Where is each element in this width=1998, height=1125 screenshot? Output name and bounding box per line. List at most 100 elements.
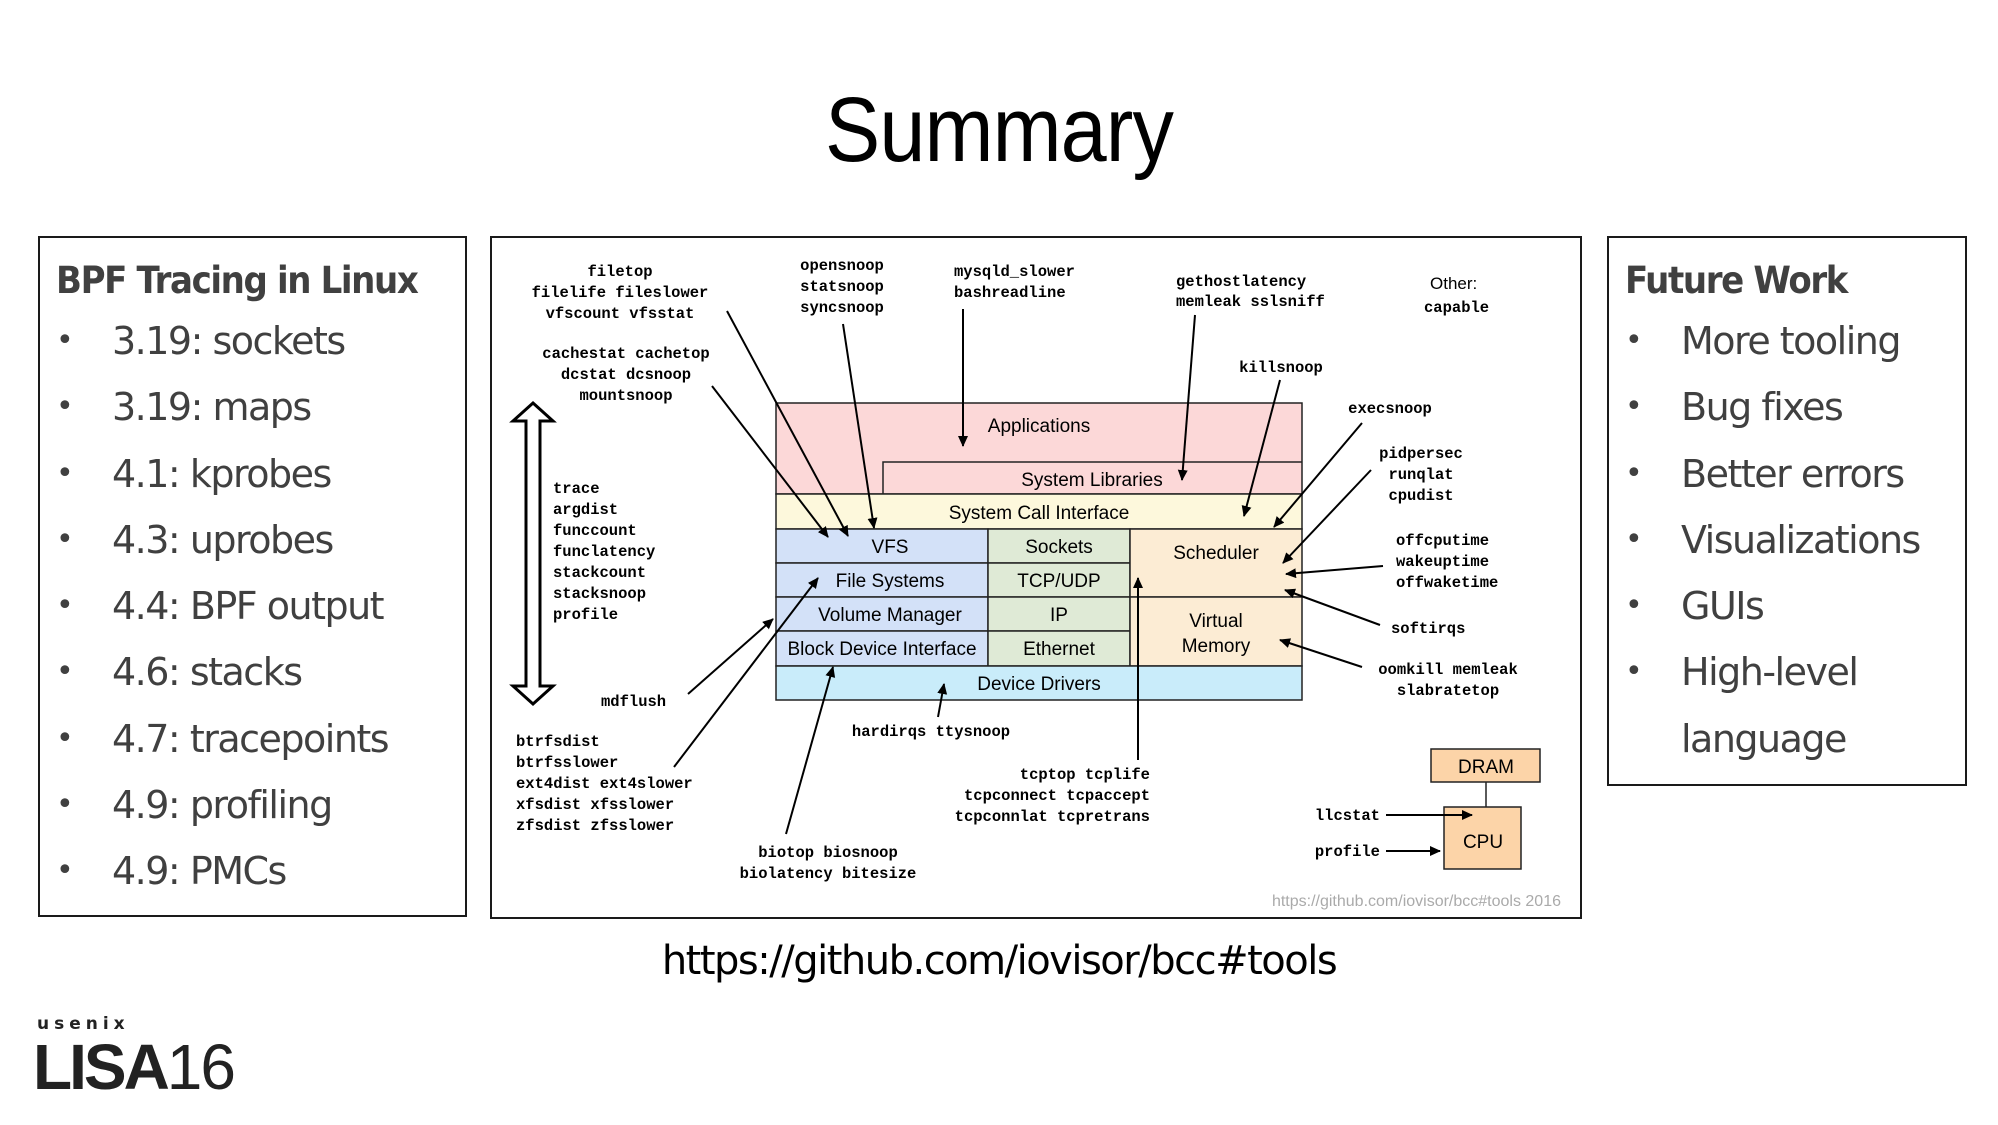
tools-sched: pidpersec runqlat cpudist: [1379, 445, 1463, 505]
label-sockets: Sockets: [1025, 537, 1093, 558]
label-virtual-memory-1: Virtual: [1189, 611, 1243, 632]
tool-label: pidpersec: [1379, 445, 1463, 463]
layer-scheduler: [1129, 528, 1303, 598]
list-item: •GUIs: [1625, 573, 1965, 639]
tool-label-killsnoop: killsnoop: [1239, 359, 1323, 377]
tool-label: btrfsslower: [516, 754, 618, 772]
other-label: Other:: [1430, 274, 1477, 293]
bullet-icon: •: [1625, 389, 1643, 425]
label-vfs: VFS: [872, 537, 909, 558]
list-item: •4.9: profiling: [56, 772, 465, 838]
layer-syscall-interface: [775, 493, 1303, 530]
list-item-text: 4.9: PMCs: [112, 849, 287, 894]
list-item-text: 4.9: profiling: [112, 783, 333, 828]
bullet-icon: •: [56, 521, 74, 557]
tool-label: argdist: [553, 501, 618, 519]
label-cpu: CPU: [1463, 832, 1503, 853]
tool-label: wakeuptime: [1396, 553, 1489, 571]
tool-label: trace: [553, 480, 600, 498]
tools-tcp: tcptop tcplife tcpconnect tcpaccept tcpc…: [955, 766, 1150, 826]
layer-applications: [775, 402, 1303, 495]
usenix-lisa16-logo: usenix LISA16: [0, 1010, 260, 1125]
bcc-tools-diagram: Applications System Libraries System Cal…: [490, 236, 1582, 919]
tool-label: funclatency: [553, 543, 655, 561]
layer-virtual-memory: [1129, 596, 1303, 667]
list-item-text: 4.1: kprobes: [112, 451, 332, 496]
label-dram: DRAM: [1458, 757, 1514, 778]
tool-label-hardirqs: hardirqs ttysnoop: [852, 723, 1010, 741]
tool-label: xfsdist xfsslower: [516, 796, 674, 814]
tool-label: capable: [1424, 299, 1489, 317]
bpf-tracing-heading: BPF Tracing in Linux: [56, 259, 419, 302]
list-item: •Bug fixes: [1625, 374, 1965, 440]
list-item-text: More tooling: [1681, 319, 1902, 363]
tool-label: oomkill memleak: [1378, 661, 1518, 679]
list-item-text: Visualizations: [1681, 517, 1921, 562]
logo-event: LISA16: [33, 1030, 236, 1104]
arrow-file-to-vfs: [726, 310, 849, 537]
tool-label: tcpconnect tcpaccept: [964, 787, 1150, 805]
tools-bio: biotop biosnoop biolatency bitesize: [740, 844, 917, 883]
arrow-vm-to-virtual-memory: [1279, 638, 1363, 668]
tools-fs: btrfsdist btrfsslower ext4dist ext4slowe…: [516, 733, 693, 835]
layer-device-drivers: [775, 665, 1303, 701]
tools-file: filetop filelife fileslower vfscount vfs…: [532, 263, 709, 323]
label-applications: Applications: [988, 416, 1090, 437]
tool-label: runqlat: [1388, 466, 1453, 484]
tool-label: gethostlatency: [1176, 273, 1306, 291]
bullet-icon: •: [56, 720, 74, 756]
tool-label: btrfsdist: [516, 733, 600, 751]
list-item: •4.7: tracepoints: [56, 706, 465, 772]
hw-dram: [1430, 748, 1541, 783]
arrow-irq-to-device-drivers: [937, 683, 948, 718]
tool-label: filelife fileslower: [532, 284, 709, 302]
tool-label: offwaketime: [1396, 574, 1498, 592]
list-item: •More tooling: [1625, 308, 1965, 374]
tool-label: bashreadline: [954, 284, 1066, 302]
tool-label: tcptop tcplife: [1020, 766, 1150, 784]
label-block-device-interface: Block Device Interface: [787, 639, 976, 660]
list-item: •4.3: uprobes: [56, 507, 465, 573]
label-ip: IP: [1050, 605, 1068, 626]
bullet-icon: •: [1625, 654, 1643, 690]
label-tcp-udp: TCP/UDP: [1017, 571, 1100, 592]
tool-label: tcpconnlat tcpretrans: [955, 808, 1150, 826]
tool-label-softirqs: softirqs: [1391, 620, 1465, 638]
tool-label: biolatency bitesize: [740, 865, 917, 883]
tool-label: cachestat cachetop: [542, 345, 709, 363]
tools-offcpu: offcputime wakeuptime offwaketime: [1396, 532, 1498, 592]
bullet-icon: •: [1625, 521, 1643, 557]
arrow-open-to-vfs: [842, 323, 878, 529]
tool-label: opensnoop: [800, 257, 884, 275]
list-item: •4.4: BPF output: [56, 573, 465, 639]
list-item: • Better errors: [1625, 441, 1965, 507]
tool-label-llcstat: llcstat: [1315, 807, 1380, 825]
bullet-icon: •: [1625, 455, 1643, 491]
logo-event-year: 16: [166, 1031, 236, 1103]
footer-url: https://github.com/iovisor/bcc#tools: [661, 938, 1338, 984]
diagram-credit: https://github.com/iovisor/bcc#tools 201…: [1272, 893, 1561, 910]
tools-other: Other: capable: [1424, 274, 1489, 317]
layer-ethernet: [987, 630, 1131, 667]
bullet-icon: •: [56, 654, 74, 690]
future-work-heading: Future Work: [1625, 259, 1848, 302]
future-work-list: •More tooling •Bug fixes •Better errors …: [1625, 308, 1965, 772]
tool-label: slabratetop: [1397, 682, 1499, 700]
tools-open: opensnoop statsnoop syncsnoop: [800, 257, 884, 317]
bullet-icon: •: [56, 588, 74, 624]
tool-label: dcstat dcsnoop: [561, 366, 691, 384]
arrow-md-to-volume-manager: [687, 618, 774, 695]
arrow-kill-to-syscall: [1241, 379, 1281, 517]
label-file-systems: File Systems: [836, 571, 945, 592]
bullet-icon: •: [56, 389, 74, 425]
tool-label: profile: [553, 606, 618, 624]
label-device-drivers: Device Drivers: [977, 674, 1101, 695]
layer-ip: [987, 596, 1131, 632]
list-item: •3.19: sockets: [56, 308, 465, 374]
list-item-text: GUIs: [1681, 584, 1765, 629]
arrow-fs-to-file-systems: [673, 577, 819, 768]
list-item-text: Better errors: [1681, 451, 1905, 496]
future-work-panel: Future Work •More tooling •Bug fixes •Be…: [1607, 236, 1967, 786]
label-ethernet: Ethernet: [1023, 639, 1096, 660]
tool-label: filetop: [587, 263, 652, 281]
